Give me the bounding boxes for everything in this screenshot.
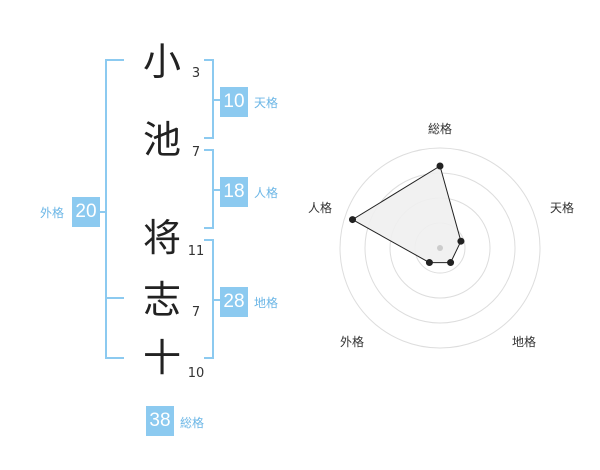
name-char-1: 小 [142,40,181,84]
name-char-4: 志 [142,278,181,322]
tenkaku-value-box: 10 [220,87,248,117]
radar-chart [339,147,541,349]
soukaku-value-box: 38 [146,406,174,436]
radar-point-1 [436,162,444,170]
radar-label-jinkaku: 人格 [307,201,332,215]
radar-point-4 [425,259,433,267]
tenkaku-label: 天格 [254,96,279,110]
radar-point-3 [447,259,455,267]
radar-point-5 [349,216,357,224]
radar-label-tenkaku: 天格 [549,201,574,215]
radar-label-gaikaku: 外格 [339,335,364,349]
chikaku-value-box: 28 [220,287,248,317]
jinkaku-label: 人格 [254,186,279,200]
stroke-count-5: 10 [187,366,205,381]
tenkaku-bracket [204,59,214,139]
name-char-3: 将 [142,216,181,260]
radar-center-dot [437,245,443,251]
stroke-count-4: 7 [191,305,201,320]
gaikaku-bracket [105,59,124,359]
jinkaku-value-box: 18 [220,177,248,207]
gaikaku-value-box: 20 [72,197,100,227]
stroke-count-1: 3 [191,66,201,81]
radar-point-2 [457,237,465,245]
radar-label-soukaku: 総格 [427,122,452,136]
radar-ring-4 [339,147,541,349]
chikaku-bracket [204,239,214,359]
chikaku-label: 地格 [254,296,279,310]
name-char-2: 池 [142,118,181,162]
soukaku-label: 総格 [180,416,205,430]
jinkaku-bracket [204,149,214,229]
gaikaku-label: 外格 [40,206,65,220]
radar-label-chikaku: 地格 [511,335,536,349]
name-char-5: 十 [142,336,181,380]
radar-area [351,165,462,264]
stroke-count-2: 7 [191,145,201,160]
stroke-count-3: 11 [187,244,205,259]
